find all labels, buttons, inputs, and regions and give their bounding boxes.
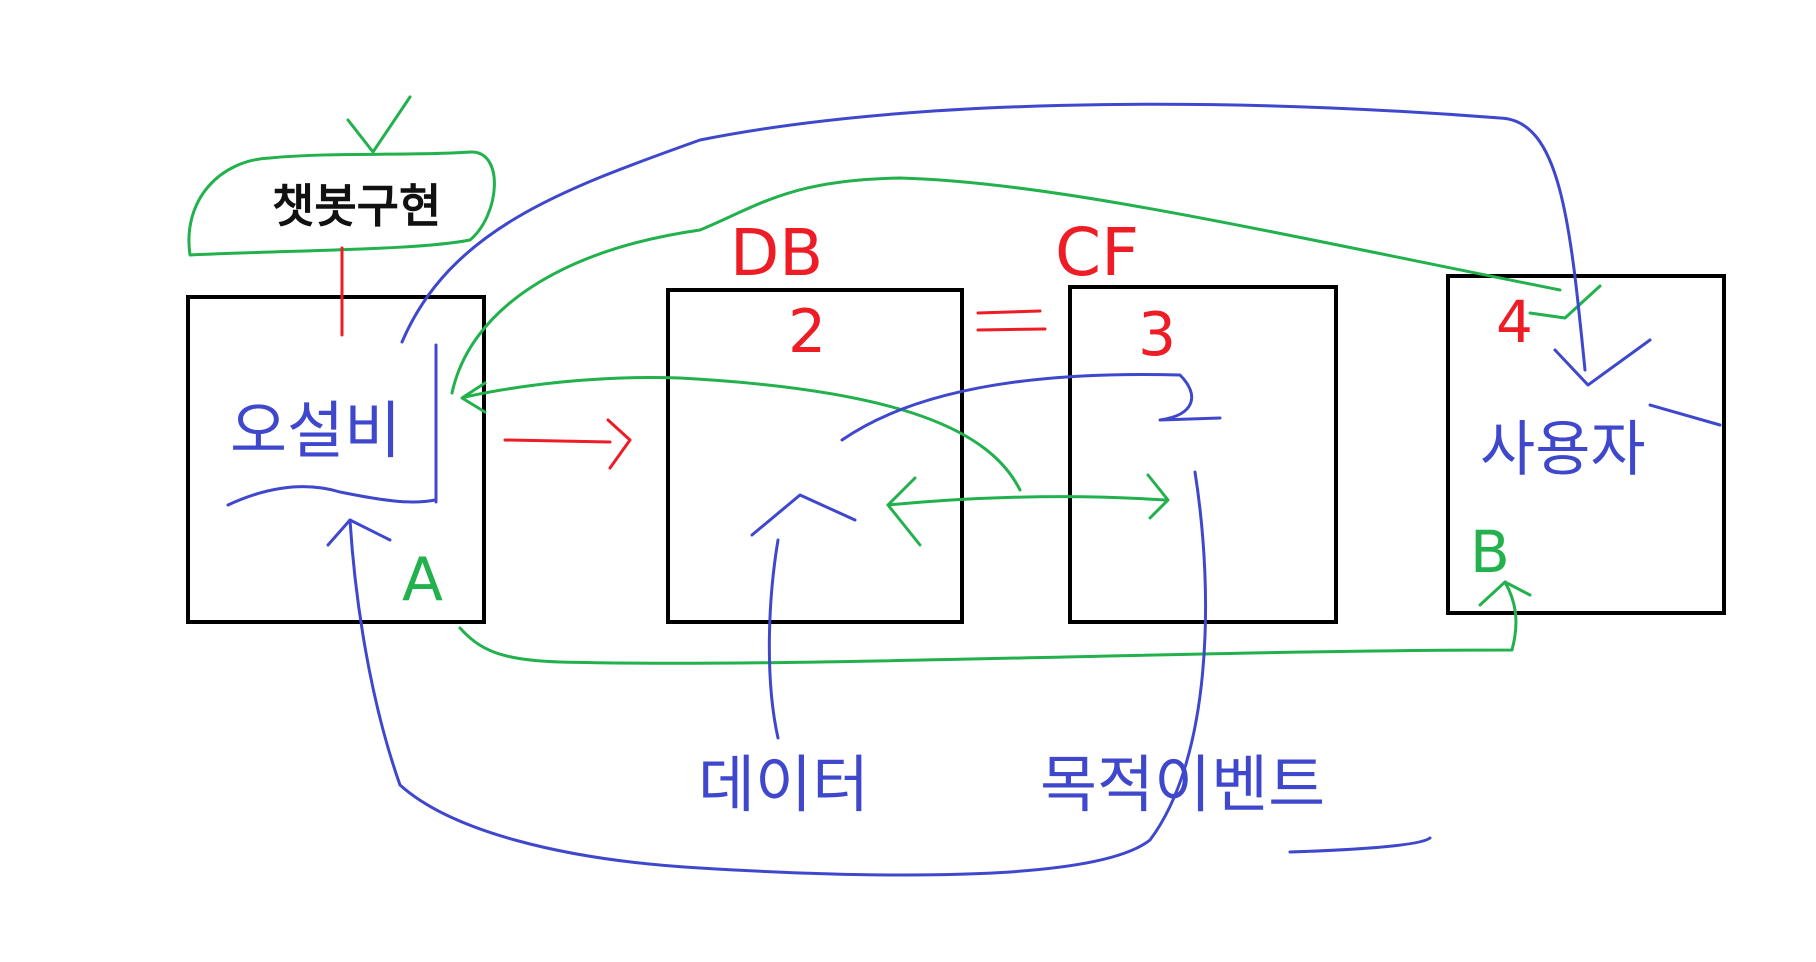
cf-number: 3	[1138, 300, 1176, 370]
green-double-arrow-head-right	[1146, 473, 1170, 520]
green-arc-left-to-user	[450, 176, 1562, 395]
green-double-arrow-head-left	[886, 476, 922, 547]
green-path-left-to-user	[458, 580, 1518, 665]
db-label: DB	[730, 217, 823, 291]
left-box-label: 오설비	[230, 394, 401, 467]
db-number: 2	[788, 297, 826, 367]
blue-caret-db	[750, 493, 857, 537]
title-cloud-text: 챗봇구현	[272, 179, 441, 233]
user-number: 4	[1496, 288, 1533, 356]
green-arrow-db-to-left	[463, 375, 1022, 492]
equals-sign	[976, 309, 1047, 332]
green-arrow-head-bottom-user	[1478, 580, 1532, 607]
blue-arrow-head-user	[1553, 338, 1652, 387]
blue-db-to-data-line	[767, 538, 780, 740]
green-arrow-head-user	[1528, 284, 1602, 320]
left-label-underline	[226, 485, 437, 507]
user-corner-label: B	[1470, 518, 1510, 586]
cf-label: CF	[1055, 214, 1139, 291]
left-corner-label: A	[402, 545, 443, 615]
blue-arc-left-to-user	[400, 102, 1587, 372]
blue-curve-db-to-cf	[840, 372, 1222, 442]
blue-user-side-mark	[1648, 403, 1722, 427]
user-box-label: 사용자	[1480, 415, 1646, 485]
check-mark-icon	[346, 95, 412, 154]
box-user	[1446, 274, 1726, 615]
bottom-label-underline	[1288, 836, 1432, 854]
green-arrow-head-left	[460, 381, 487, 414]
green-double-arrow-db-cf	[886, 495, 1167, 507]
title-cloud-outline	[187, 150, 496, 257]
bottom-label-event: 목적이벤트	[1040, 748, 1325, 821]
box-db	[666, 288, 964, 624]
box-cf	[1068, 285, 1338, 624]
blue-arrow-head-left-box	[326, 518, 392, 547]
arrow-left-to-db	[503, 418, 632, 470]
blue-cf-to-left-loop	[348, 470, 1208, 877]
bottom-label-data: 데이터	[698, 748, 869, 821]
